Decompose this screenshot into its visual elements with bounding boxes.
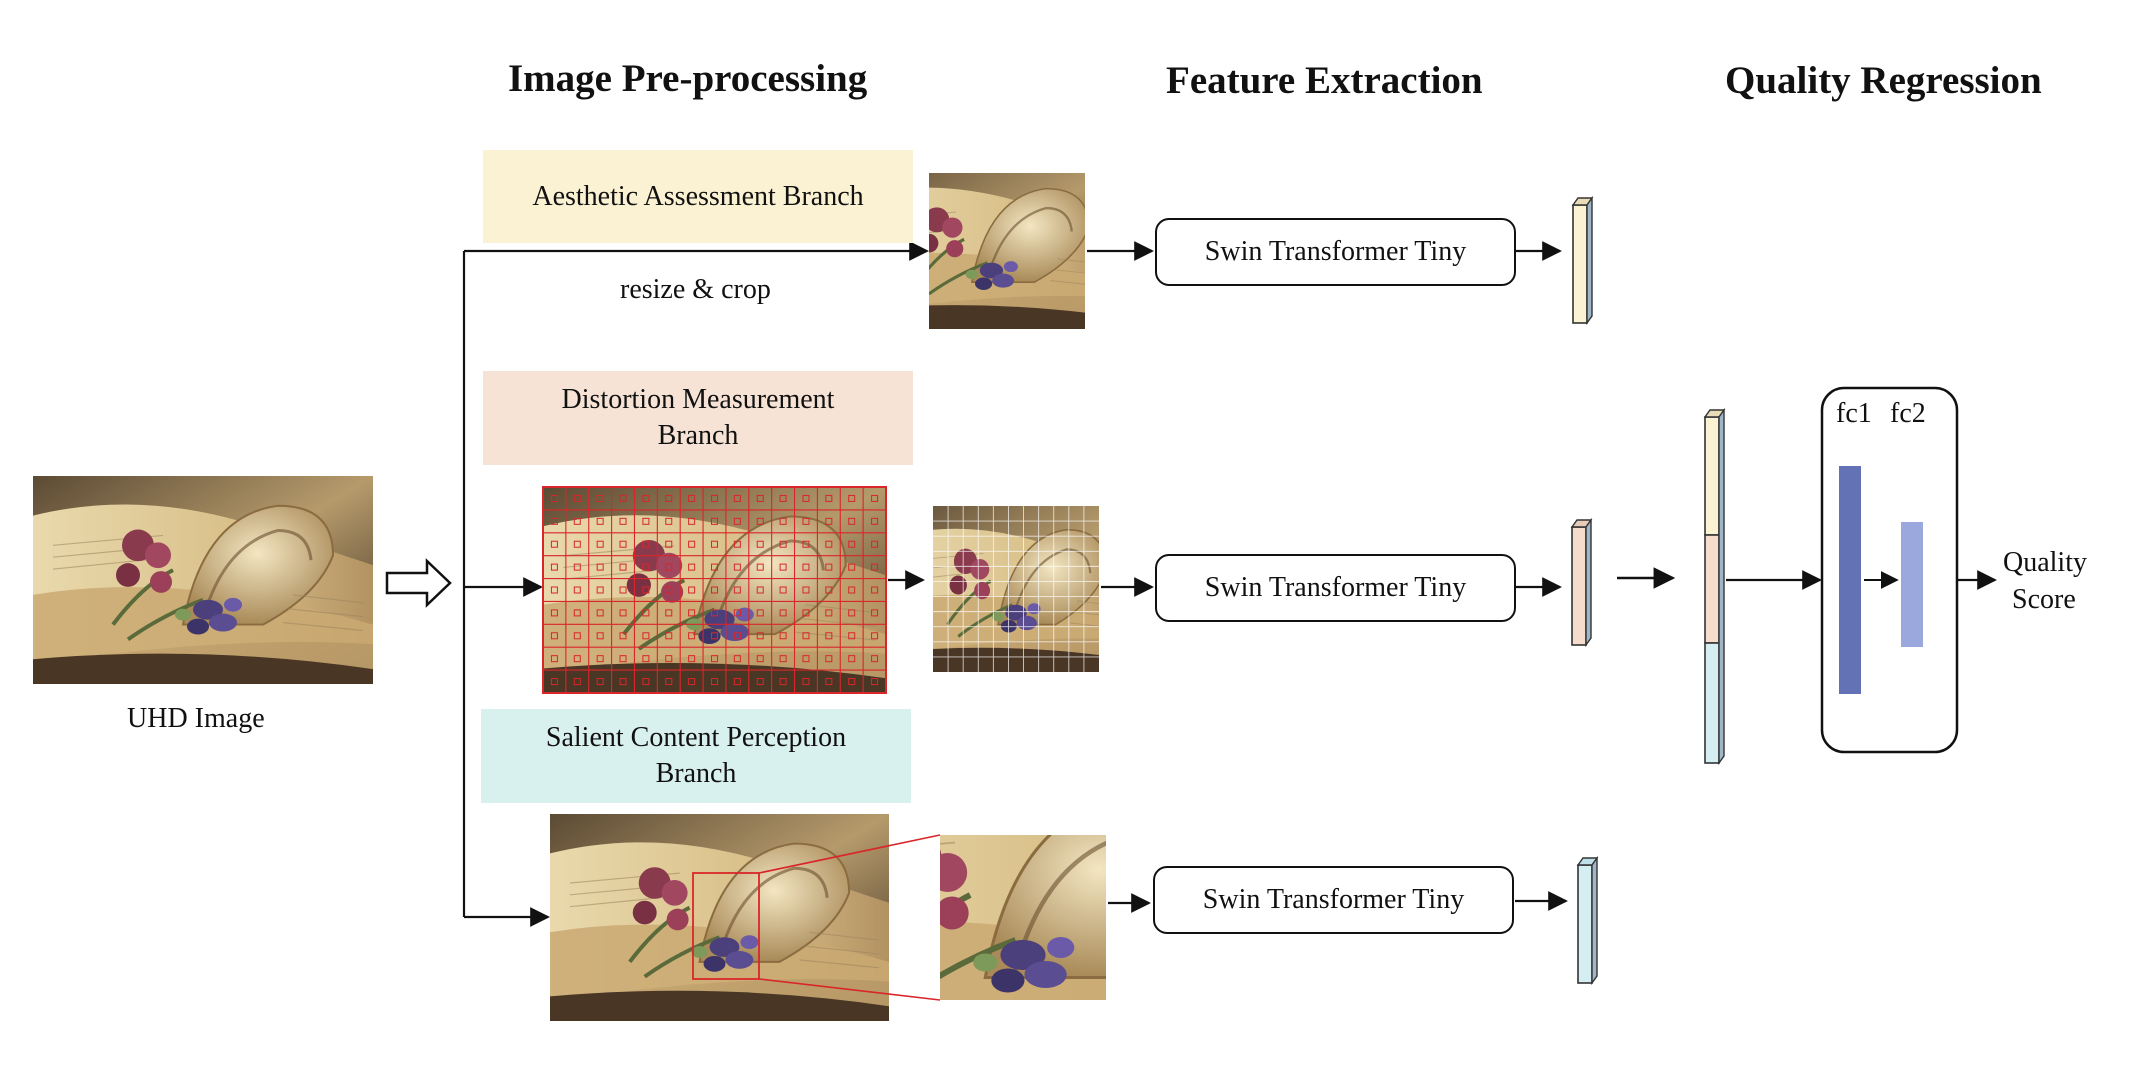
resize-crop-label: resize & crop — [620, 274, 771, 305]
aesthetic-branch-text: Aesthetic Assessment Branch — [532, 180, 864, 212]
uhd-image-label: UHD Image — [127, 703, 265, 734]
distortion-grid-image — [542, 486, 887, 694]
fc1-layer — [1839, 466, 1861, 694]
swin-transformer-top-label: Swin Transformer Tiny — [1204, 236, 1467, 267]
salient-full-image — [550, 814, 941, 1021]
concatenated-feature — [1703, 407, 1726, 766]
quality-score-label-line2: Score — [2012, 584, 2076, 615]
swin-transformer-middle: Swin Transformer Tiny — [1155, 554, 1516, 622]
hollow-arrow-icon — [385, 558, 452, 608]
salient-branch-text-line2: Branch — [655, 758, 737, 789]
distortion-patch-mosaic — [933, 506, 1099, 672]
feature-vector-salient — [1576, 855, 1599, 986]
section-title-quality-regression: Quality Regression — [1725, 59, 2042, 102]
swin-transformer-top: Swin Transformer Tiny — [1155, 218, 1516, 286]
distortion-branch-text-line1: Distortion Measurement — [561, 384, 835, 415]
feature-vector-distortion — [1570, 517, 1593, 648]
swin-transformer-bottom-label: Swin Transformer Tiny — [1202, 884, 1465, 915]
swin-transformer-middle-label: Swin Transformer Tiny — [1204, 572, 1467, 603]
uhd-image — [33, 476, 373, 684]
distortion-branch-text-line2: Branch — [657, 420, 739, 451]
quality-score-label-line1: Quality — [2003, 547, 2087, 578]
feature-vector-aesthetic — [1571, 195, 1594, 326]
to-extractor-arrows — [888, 241, 1568, 913]
fc2-layer — [1901, 522, 1923, 647]
salient-branch-label: Salient Content Perception Branch — [481, 709, 911, 803]
salient-branch-text-line1: Salient Content Perception — [545, 722, 847, 753]
fc2-label: fc2 — [1890, 398, 1926, 429]
branch-splitter — [462, 241, 929, 927]
aesthetic-branch-label: Aesthetic Assessment Branch — [483, 150, 913, 243]
fc1-label: fc1 — [1836, 398, 1872, 429]
section-title-preprocessing: Image Pre-processing — [508, 57, 868, 100]
distortion-branch-label: Distortion Measurement Branch — [483, 371, 913, 465]
swin-transformer-bottom: Swin Transformer Tiny — [1153, 866, 1514, 934]
section-title-feature-extraction: Feature Extraction — [1166, 59, 1483, 102]
